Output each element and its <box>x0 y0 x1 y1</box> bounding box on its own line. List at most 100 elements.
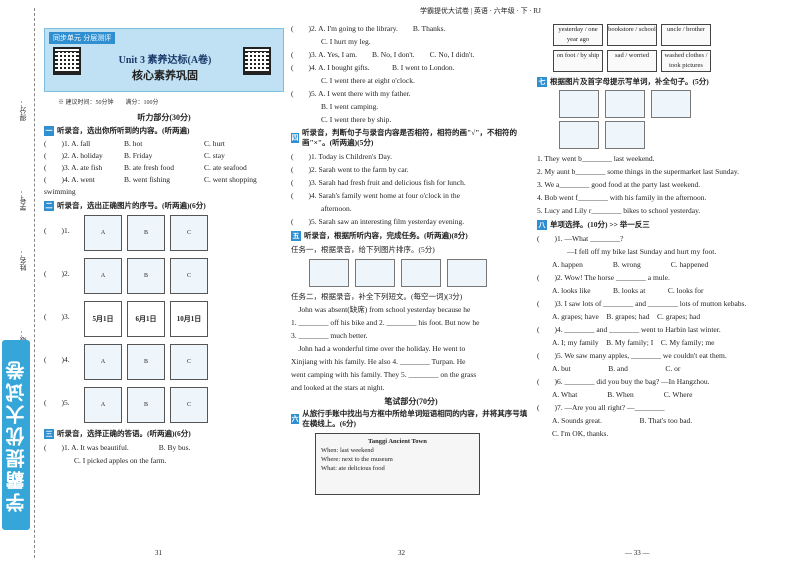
judge-item: afternoon. <box>291 204 352 213</box>
question-line: C. I picked apples on the farm. <box>44 456 167 465</box>
word-card: sad / worried <box>607 50 657 72</box>
mc-line: A. but B. and C. or <box>537 364 681 373</box>
choice-question: ( )1. A. fall <box>44 139 91 148</box>
sequence-picture <box>309 259 349 287</box>
picture-option: B <box>127 344 165 380</box>
section-title: 听录音，选择正确的答语。(听两遍)(6分) <box>57 429 191 438</box>
page-33-column: yesterday / one year ago bookstore / sch… <box>537 22 777 547</box>
sequence-picture <box>447 259 487 287</box>
question-line: ( )2. A. I'm going to the library. B. Th… <box>291 24 446 33</box>
judge-item: ( )4. Sarah's family went home at four o… <box>291 191 460 200</box>
question-line: ( )4. A. I bought gifts. B. I went to Lo… <box>291 63 455 72</box>
option-b: B. ate fresh food <box>124 163 174 172</box>
question-line: C. I hurt my leg. <box>291 37 371 46</box>
word-card: on foot / by ship <box>553 50 603 72</box>
section-number: 七 <box>537 76 547 87</box>
sequence-pictures <box>309 259 531 287</box>
word-pictures <box>559 121 777 149</box>
mc-line: ( )3. I saw lots of ________ and _______… <box>537 299 747 308</box>
section-8-heading: 八 单项选择。(10分) >> 举一反三 <box>537 219 777 230</box>
mc-line: A. happen B. wrong C. happened <box>537 260 709 269</box>
judge-item: ( )3. Sarah had fresh fruit and deliciou… <box>291 178 466 187</box>
section-1-heading: 一 听录音，选出你所听到的内容。(听两遍) <box>44 125 284 136</box>
brand-logo: 学霸提优大试卷 <box>2 340 30 530</box>
question-line: C. I went there at eight o'clock. <box>291 76 415 85</box>
mc-line: C. I'm OK, thanks. <box>537 429 609 438</box>
passage-line: went camping with his family. They 5. __… <box>291 370 477 379</box>
picture-option: C <box>170 344 208 380</box>
poster-title: Tanggi Ancient Town <box>368 438 427 445</box>
section-number: 三 <box>44 428 54 439</box>
mc-line: ( )5. We saw many apples, ________ we co… <box>537 351 727 360</box>
section-title: 听录音，根据所听内容，完成任务。(听两遍)(8分) <box>304 231 468 240</box>
fill-sentence: 3. We a________ good food at the party l… <box>537 180 701 189</box>
page-31-column: 听力部分(30分) 一 听录音，选出你所听到的内容。(听两遍) ( )1. A.… <box>44 110 284 548</box>
passage-line: and looked at the stars at night. <box>291 383 385 392</box>
passage-line: John had a wonderful time over the holid… <box>291 344 466 353</box>
question-label: ( )3. <box>44 312 70 321</box>
picture-option: B <box>127 387 165 423</box>
choice-question: ( )4. A. went swimming <box>44 175 95 196</box>
qr-code-icon <box>243 47 271 75</box>
mc-line: ( )6. ________ did you buy the bag? —In … <box>537 377 710 386</box>
passage-line: Xinjiang with his family. He also 4. ___… <box>291 357 466 366</box>
unit-tag: 同步单元 分层测评 <box>49 32 116 44</box>
word-picture <box>605 90 645 118</box>
question-line: ( )1. A. It was beautiful. B. By bus. <box>44 443 191 452</box>
task-1-label: 任务一，根据录音，给下列图片排序。(5分) <box>291 245 435 254</box>
mc-line: ( )2. Wow! The horse ________ a mule. <box>537 273 670 282</box>
section-number: 八 <box>537 219 547 230</box>
question-label: ( )4. <box>44 355 70 364</box>
picture-option: C <box>170 387 208 423</box>
unit-subtitle: 核心素养巩固 <box>132 69 198 82</box>
passage-line: 3. ________ much better. <box>291 331 368 340</box>
question-line: B. I went camping. <box>291 102 379 111</box>
name-label: 姓名： <box>19 250 27 271</box>
written-title: 笔试部分(70分) <box>384 397 438 406</box>
word-card: bookstore / school <box>607 24 657 46</box>
calendar-picture: 10月1日 <box>170 301 208 337</box>
passage-line: John was absent(缺席) from school yesterda… <box>291 305 471 314</box>
unit-header-card: 同步单元 分层测评 Unit 3 素养达标(A卷) 核心素养巩固 <box>44 28 284 92</box>
mc-line: ( )7. —Are you all right? —________ <box>537 403 665 412</box>
option-b: B. Friday <box>124 151 153 160</box>
mc-line: A. What B. When C. Where <box>537 390 693 399</box>
section-number: 六 <box>291 414 300 424</box>
mc-line: ( )1. —What ________? <box>537 234 624 243</box>
word-cards: yesterday / one year ago bookstore / sch… <box>553 24 763 72</box>
sequence-picture <box>355 259 395 287</box>
picture-option: A <box>84 258 122 294</box>
section-title: 听录音，选出正确图片的序号。(听两遍)(6分) <box>57 201 206 210</box>
poster-line: When: last weekend <box>321 447 374 454</box>
section-title: 从旅行手账中找出与方框中所给单词短语相同的内容，并将其序号填在横线上。(6分) <box>302 409 528 428</box>
section-number: 一 <box>44 125 54 136</box>
binding-strip: 得分： 学号： 姓名： 班级： 学霸提优大试卷 <box>0 0 42 566</box>
mc-line: A. looks like B. looks at C. looks for <box>537 286 704 295</box>
fill-sentence: 4. Bob went f________ with his family in… <box>537 193 707 202</box>
question-line: C. I went there by ship. <box>291 115 392 124</box>
picture-option: A <box>84 344 122 380</box>
section-title: 听录音，选出你所听到的内容。(听两遍) <box>57 126 190 135</box>
section-number: 五 <box>291 230 301 241</box>
picture-option: A <box>84 387 122 423</box>
section-3-heading: 三 听录音，选择正确的答语。(听两遍)(6分) <box>44 428 284 439</box>
option-c: C. stay <box>204 151 225 160</box>
mc-line: —I fell off my bike last Sunday and hurt… <box>537 247 717 256</box>
travel-poster: Tanggi Ancient Town When: last weekend W… <box>315 433 480 495</box>
judge-item: ( )1. Today is Children's Day. <box>291 152 393 161</box>
section-2-heading: 二 听录音，选出正确图片的序号。(听两遍)(6分) <box>44 200 284 211</box>
student-id-label: 学号： <box>19 190 27 211</box>
page-number: — 33 — <box>625 549 650 557</box>
poster-line: Where: next to the museum <box>321 456 393 463</box>
picture-option: B <box>127 258 165 294</box>
question-line: ( )5. A. I went there with my father. <box>291 89 411 98</box>
picture-option: C <box>170 258 208 294</box>
judge-item: ( )2. Sarah went to the farm by car. <box>291 165 409 174</box>
question-line: ( )3. A. Yes, I am. B. No, I don't. C. N… <box>291 50 475 59</box>
qr-code-icon <box>53 47 81 75</box>
section-title: 单项选择。(10分) >> 举一反三 <box>550 220 650 229</box>
